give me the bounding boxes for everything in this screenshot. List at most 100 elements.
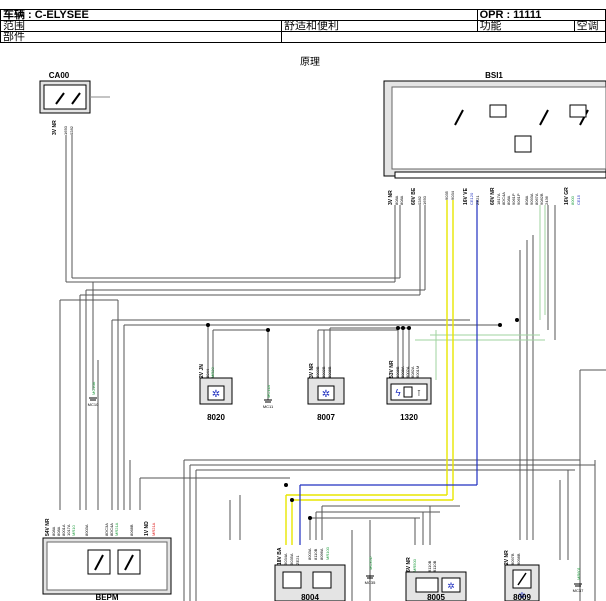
c8009-conn: 2V NR (504, 550, 510, 565)
component-8004[interactable]: 18V BA 9034A 9035A ZE21 8003A 8110B 8096… (274, 546, 346, 601)
c8005-conn: 6V NR (406, 557, 412, 572)
snowflake-icon: ✲ (212, 389, 220, 400)
ca00-wire-1: 1650 (63, 125, 68, 135)
wires (59, 135, 606, 601)
bepm-wire-m3: 8DC4A (109, 523, 114, 536)
snowflake-icon: ✲ (322, 389, 330, 400)
mc11-sub: MC11 (263, 404, 274, 409)
bepm-wire-a1: 808A (51, 526, 56, 536)
c8020-name: 8020 (207, 413, 225, 422)
bsi1-wire-e5: 9061P (516, 193, 521, 205)
c8005-name: 8005 (427, 593, 445, 601)
mc35-sub: MC35 (365, 580, 376, 585)
bsi1-wire-c2: 9034 (450, 190, 455, 200)
component-8007[interactable]: 3V NR 8003B 8002B 8008B ✲ 8007 (307, 363, 345, 422)
c8020-wire-1: 8044 (205, 368, 210, 378)
c8005-wire-1: MR500 (412, 558, 417, 572)
mc37-sub: MC37 (573, 588, 584, 593)
c8004-wire-4: 8003A (307, 548, 312, 560)
junction-dots (206, 318, 519, 520)
fan-icon: ✲ (447, 581, 455, 591)
c8004-wire-1: 9034A (283, 553, 288, 565)
bsi1-wire-f4: 9082B (539, 193, 544, 205)
c8004-wire-3: ZE21 (295, 555, 300, 565)
bsi1-conn-b: 60V BE (411, 187, 417, 205)
c8004-name: 8004 (301, 593, 319, 601)
blue-wire (299, 200, 478, 545)
bepm-wire-a4: 1017A (66, 524, 71, 536)
component-bsi1[interactable]: BSI1 3V NR 808A 808A 60V BE 0282 1650 90… (383, 71, 606, 205)
ground-mc35: MC35D MC35 (365, 556, 376, 585)
bsi1-wire-b1: 0282 (417, 195, 422, 205)
bsi1-conn-e: 60V NR (490, 187, 496, 205)
bsi1-wire-e4: 9061P (511, 193, 516, 205)
c1320-wire-1: 8008B (395, 366, 400, 378)
c8020-conn: 2V JN (199, 364, 205, 378)
c1320-wire-4: 8082A (410, 366, 415, 378)
bepm-wire-m2: 8DC3A (104, 523, 109, 536)
c1320-wire-2: 8008A (400, 366, 405, 378)
bsi1-wire-a1: 808A (394, 195, 399, 205)
component-ca00[interactable]: CA00 3V NR 1650 0282 (39, 71, 110, 135)
light-green-wires (415, 205, 546, 380)
c8004-wire-7: MR100 (325, 546, 330, 560)
ground-mc37: MR601 MC37 (573, 566, 584, 593)
c8007-wire-3: 8008B (327, 366, 332, 378)
mc10-sub: MC10 (88, 402, 99, 407)
c8009-name: 8009 (513, 593, 531, 601)
c8004-wire-5: 8110B (313, 548, 318, 560)
bsi1-wire-d1: CE120 (469, 192, 474, 205)
bsi1-wire-f2: 9093A (529, 193, 534, 205)
bsi1-wire-d2: ZE21 (475, 195, 480, 205)
bsi1-conn-a: 3V NR (388, 190, 394, 205)
bsi1-wire-b2: 1650 (422, 195, 427, 205)
yellow-wires (285, 200, 454, 545)
component-8009[interactable]: 2V NR 8097B 8098B ✲ 8009 (504, 550, 540, 601)
component-1320[interactable]: 53V NR 8008B 8008A 8002A 8082A 8001M ϟ ⊺… (386, 360, 432, 422)
thermometer-icon: ⊺ (417, 389, 421, 398)
part-value (281, 31, 606, 43)
c8004-wire-2: 9035A (289, 553, 294, 565)
bsi1-name: BSI1 (485, 71, 503, 80)
component-bepm[interactable]: 54V NR 808A 808A 8001A 1017A MR10 8003A … (42, 518, 172, 601)
bsi1-conn-d: 16V VE (463, 187, 469, 205)
bsi1-wire-f5: 2436 (544, 195, 549, 205)
lightning-icon: ϟ (395, 388, 401, 399)
bepm-wire-a2: 808A (56, 526, 61, 536)
bepm-wire-m1: 8003A (84, 524, 89, 536)
c8009-wire-1: 8097B (510, 553, 515, 565)
bsi1-wire-e1: 1817A (496, 193, 501, 205)
bsi1-wire-g1: 8000 (570, 195, 575, 205)
bepm-name: BEPM (95, 593, 118, 601)
ground-mc10: MC10A MC10 (88, 381, 99, 407)
c1320-wire-3: 8002A (405, 366, 410, 378)
bsi1-conn-g: 16V GR (564, 187, 570, 205)
c8007-name: 8007 (317, 413, 335, 422)
bsi1-wire-g2: CE15 (576, 194, 581, 205)
bsi1-wire-e2: 8DC4A (501, 192, 506, 205)
component-8020[interactable]: 2V JN 8044 MR20 ✲ 8020 (199, 364, 233, 422)
c1320-name: 1320 (400, 413, 418, 422)
c8005-wire-3: 8110B (432, 560, 437, 572)
bepm-conn-a: 54V NR (45, 518, 51, 536)
c1320-wire-5: 8001M (415, 366, 420, 378)
section-title: 原理 (300, 57, 320, 68)
c8009-wire-2: 8098B (516, 553, 521, 565)
component-8005[interactable]: 6V NR MR500 8110B 8110B ✲ 8005 (405, 557, 467, 601)
bepm-wire-m5: 8068B (129, 524, 134, 536)
c1320-conn: 53V NR (389, 360, 395, 378)
bepm-wire-m4: MR21A (114, 522, 119, 536)
mc11-label: MC11A (266, 385, 271, 398)
snowflake-icon: ✲ (519, 591, 526, 600)
bepm-conn-b: 1V ND (144, 521, 150, 536)
bepm-wire-a5: MR10 (71, 525, 76, 536)
c8005-wire-2: 8110B (427, 560, 432, 572)
mc37-label: MR601 (576, 566, 581, 580)
bepm-wire-b: MR21A (151, 522, 156, 536)
ca00-wire-2: 0282 (69, 125, 74, 135)
ca00-conn: 3V NR (52, 120, 58, 135)
bsi1-wire-e3: 808A (506, 195, 511, 205)
c8007-conn: 3V NR (309, 363, 315, 378)
mc35-label: MC35D (368, 556, 373, 570)
